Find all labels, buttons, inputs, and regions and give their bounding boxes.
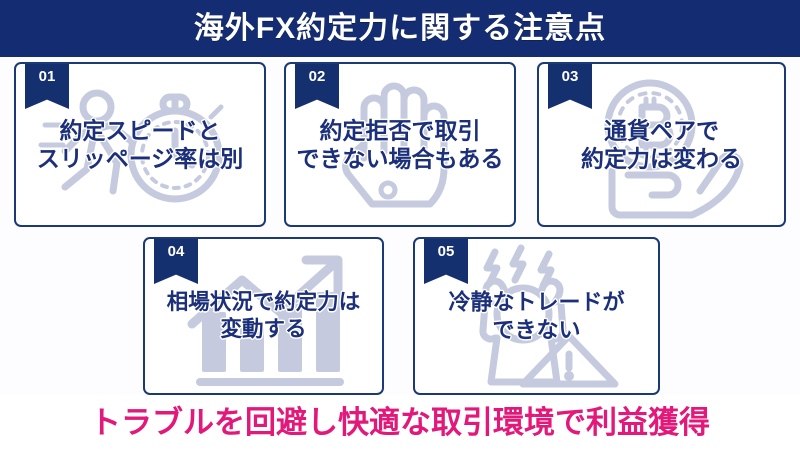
card-text-line1: 約定拒否で取引 — [319, 116, 481, 143]
cards-board: 01 — [0, 57, 800, 395]
page-header: 海外FX約定力に関する注意点 — [0, 0, 800, 57]
card-text: 通貨ペアで 約定力は変わる — [539, 116, 784, 174]
info-card-01[interactable]: 01 — [14, 62, 266, 227]
card-text-line2: スリッページ率は別 — [36, 145, 244, 172]
info-card-04[interactable]: 04 相場状況で約定力は 変動する — [143, 237, 384, 395]
info-card-02[interactable]: 02 約定拒否で取引 できない場合もある — [284, 62, 516, 227]
page-title: 海外FX約定力に関する注意点 — [193, 11, 607, 45]
info-card-03[interactable]: 03 通貨ペアで 約定力は変わる — [537, 62, 786, 227]
card-text: 約定スピードと スリッページ率は別 — [16, 116, 264, 174]
card-text-line2: できない — [492, 317, 581, 342]
card-text: 相場状況で約定力は 変動する — [145, 289, 382, 343]
card-text-line2: 変動する — [220, 317, 307, 341]
bitcoin-in-hand-icon — [539, 68, 784, 221]
card-text-line1: 相場状況で約定力は — [166, 290, 361, 315]
card-text: 冷静なトレードが できない — [415, 289, 658, 344]
page-footer: トラブルを回避し快適な取引環境で利益獲得 — [0, 395, 800, 450]
card-text: 約定拒否で取引 できない場合もある — [286, 116, 514, 174]
card-text-line2: 約定力は変わる — [581, 145, 742, 172]
stop-hand-icon — [286, 68, 514, 221]
footer-tagline: トラブルを回避し快適な取引環境で利益獲得 — [90, 405, 710, 440]
bar-chart-up-arrow-icon — [145, 243, 382, 389]
card-text-line1: 冷静なトレードが — [448, 289, 625, 315]
info-card-05[interactable]: 05 — [413, 237, 660, 395]
card-text-line1: 約定スピードと — [59, 116, 221, 143]
card-number-badge: 05 — [424, 239, 468, 284]
runner-stopwatch-icon — [16, 68, 264, 221]
card-text-line1: 通貨ペアで — [604, 116, 719, 143]
card-text-line2: できない場合もある — [296, 145, 504, 172]
stressed-person-warning-icon — [415, 243, 658, 389]
